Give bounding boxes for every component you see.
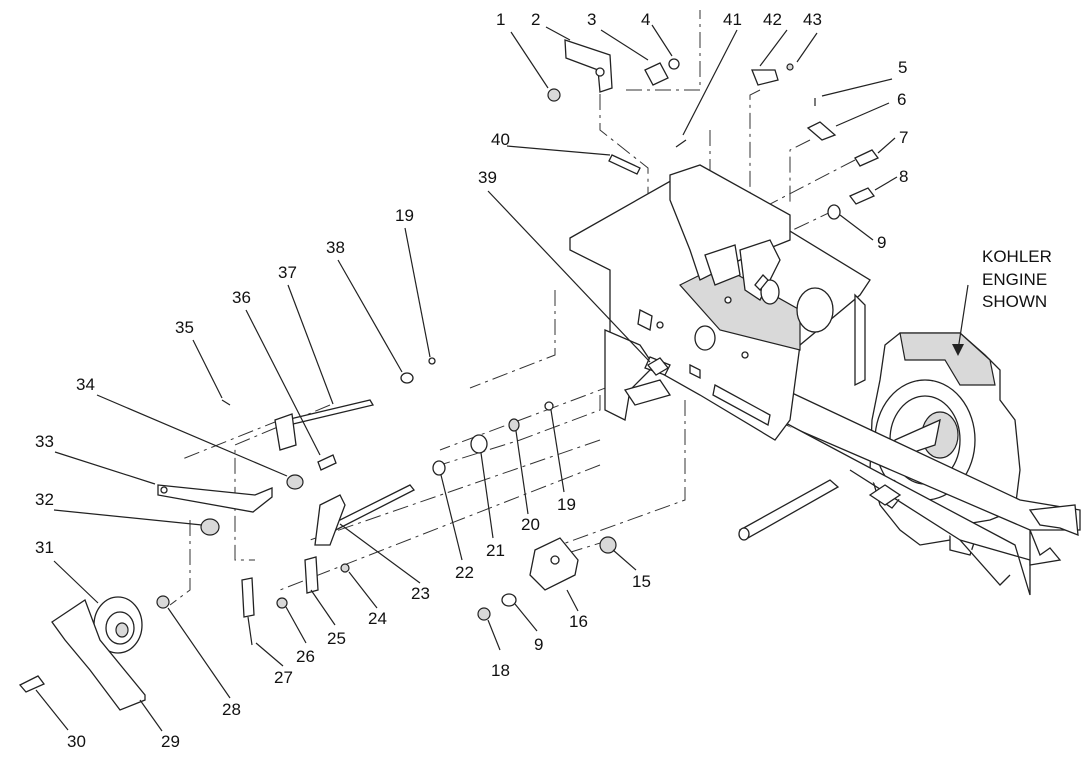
callout-34: 34 — [76, 375, 95, 394]
callout-9-lower: 9 — [534, 635, 543, 654]
callout-26: 26 — [296, 647, 315, 666]
callout-5: 5 — [898, 58, 907, 77]
lower-parts — [18, 357, 617, 711]
callout-35: 35 — [175, 318, 194, 337]
callout-41: 41 — [723, 10, 742, 29]
engine-note-arrow — [952, 284, 969, 356]
callout-27: 27 — [274, 668, 293, 687]
callout-15: 15 — [632, 572, 651, 591]
engine-note-line-3: SHOWN — [982, 292, 1047, 311]
callout-31: 31 — [35, 538, 54, 557]
callout-29: 29 — [161, 732, 180, 751]
callout-39: 39 — [478, 168, 497, 187]
callout-36: 36 — [232, 288, 251, 307]
callout-9-upper: 9 — [877, 233, 886, 252]
callout-18: 18 — [491, 661, 510, 680]
upper-parts — [547, 39, 880, 376]
engine-note-line-2: ENGINE — [982, 270, 1047, 289]
callout-16: 16 — [569, 612, 588, 631]
callout-23: 23 — [411, 584, 430, 603]
frame-plate — [569, 164, 871, 441]
callout-6: 6 — [897, 90, 906, 109]
callout-43: 43 — [803, 10, 822, 29]
callout-22: 22 — [455, 563, 474, 582]
callout-8: 8 — [899, 167, 908, 186]
callout-4: 4 — [641, 10, 650, 29]
callout-28: 28 — [222, 700, 241, 719]
callout-25: 25 — [327, 629, 346, 648]
callout-38: 38 — [326, 238, 345, 257]
callout-24: 24 — [368, 609, 387, 628]
engine-note: KOHLER ENGINE SHOWN — [982, 247, 1052, 311]
engine-note-line-1: KOHLER — [982, 247, 1052, 266]
callout-7: 7 — [899, 128, 908, 147]
callout-20: 20 — [521, 515, 540, 534]
callout-19-lower: 19 — [557, 495, 576, 514]
callout-19-upper: 19 — [395, 206, 414, 225]
callout-42: 42 — [763, 10, 782, 29]
callout-32: 32 — [35, 490, 54, 509]
callout-40: 40 — [491, 130, 510, 149]
callout-1: 1 — [496, 10, 505, 29]
callout-33: 33 — [35, 432, 54, 451]
callout-2: 2 — [531, 10, 540, 29]
callout-37: 37 — [278, 263, 297, 282]
callout-3: 3 — [587, 10, 596, 29]
frame-rails — [738, 383, 1081, 596]
callout-30: 30 — [67, 732, 86, 751]
leader-lines — [35, 24, 898, 732]
callouts: 1 2 3 4 41 42 43 5 6 7 8 9 40 39 19 38 3… — [35, 10, 908, 751]
callout-21: 21 — [486, 541, 505, 560]
